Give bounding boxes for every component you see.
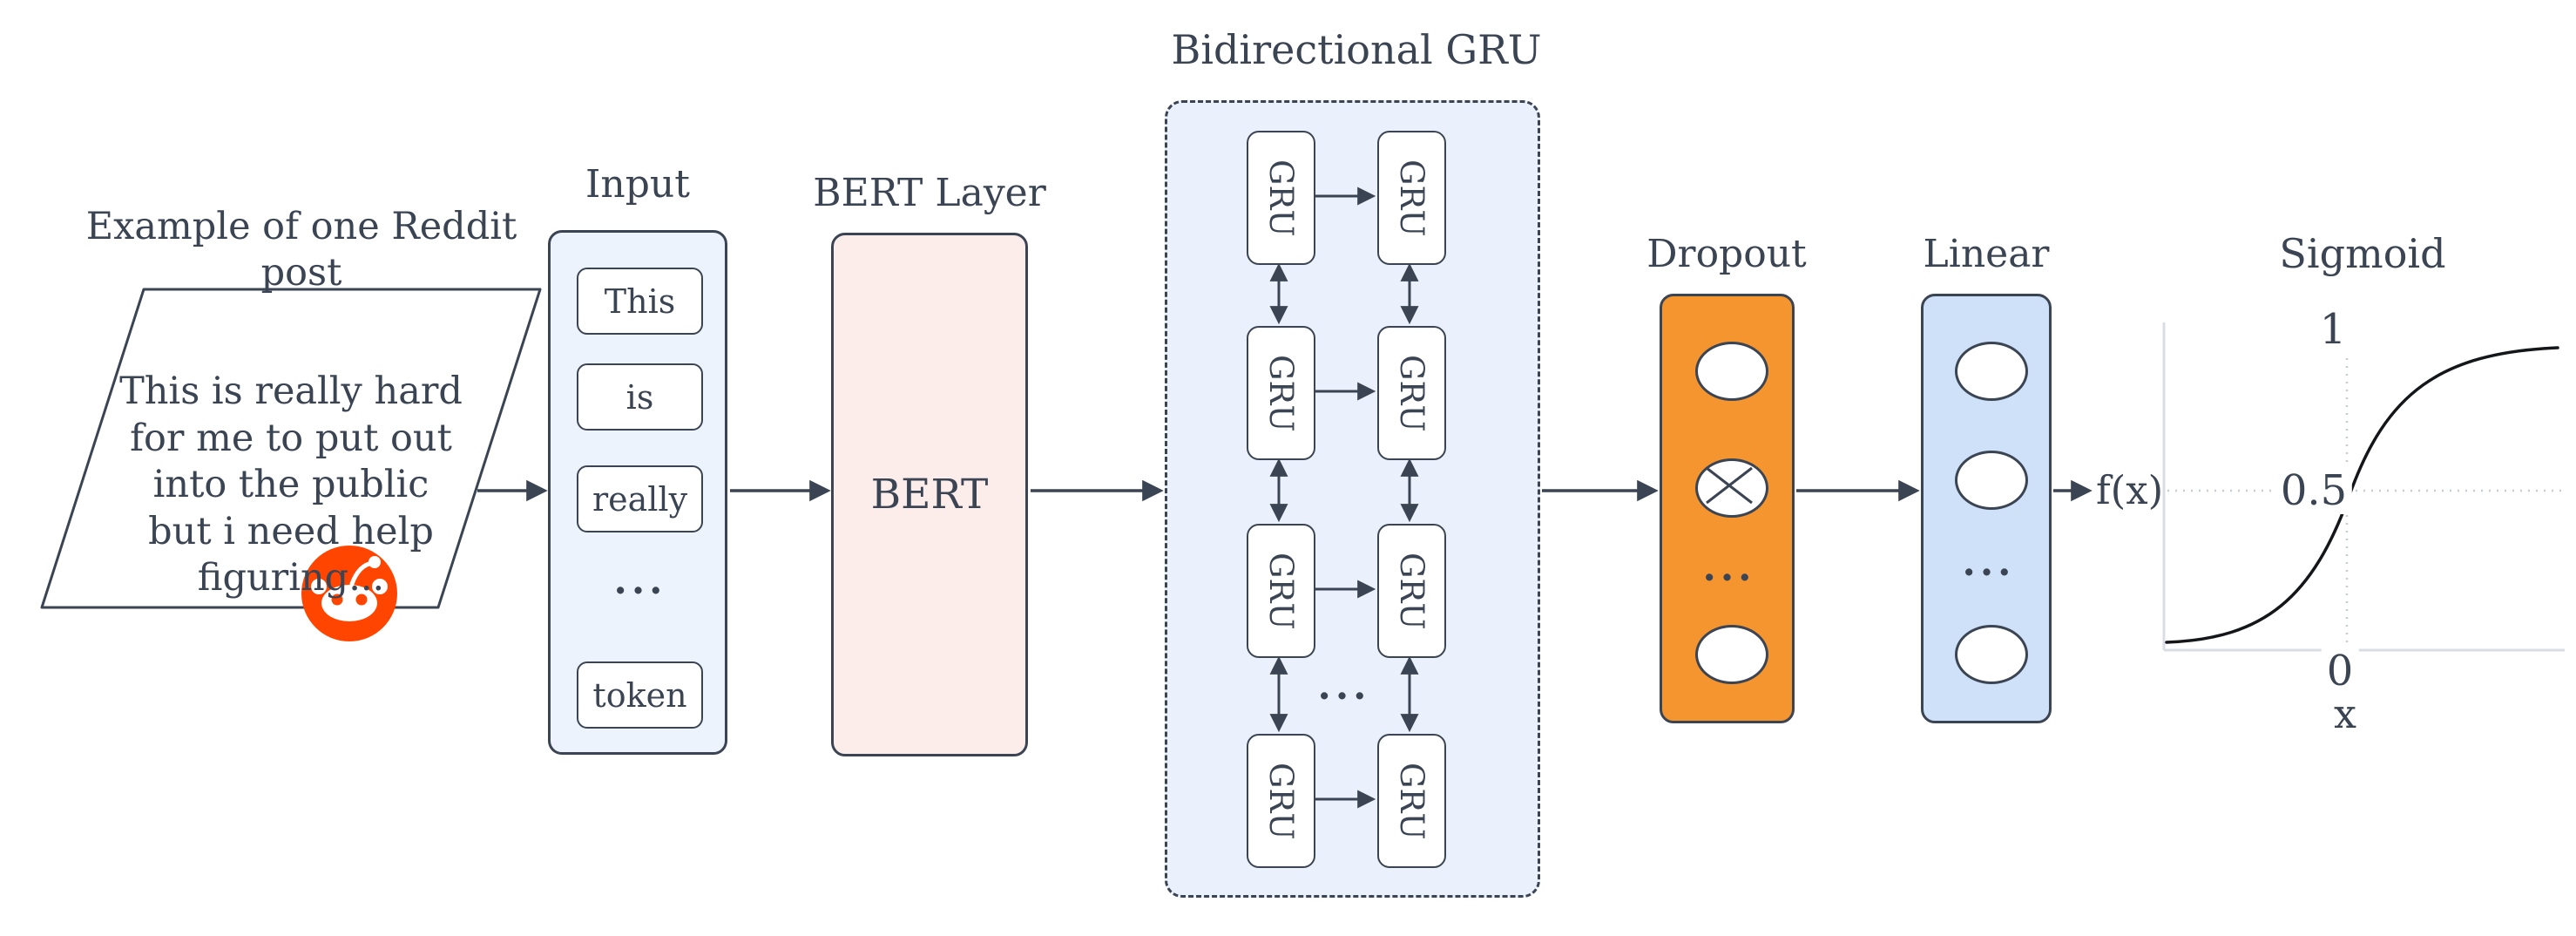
gru-cell-r3c2: GRU	[1377, 524, 1446, 658]
reddit-example-label: Example of one Reddit post	[86, 204, 517, 296]
output-fx-label: f(x)	[2096, 467, 2164, 513]
gru-cell-text: GRU	[1262, 552, 1300, 630]
token-token: token	[577, 661, 703, 729]
dropout-neuron-crossed	[1695, 458, 1768, 518]
gru-cell-r2c2: GRU	[1377, 326, 1446, 460]
gru-cell-text: GRU	[1393, 552, 1430, 630]
sigmoid-curve	[2165, 346, 2559, 644]
bert-box: BERT	[831, 233, 1028, 756]
gru-cell-text: GRU	[1393, 762, 1430, 840]
linear-label: Linear	[1923, 232, 2050, 276]
bert-layer-label: BERT Layer	[813, 171, 1046, 215]
gru-cell-text: GRU	[1393, 159, 1430, 237]
bert-box-text: BERT	[870, 471, 989, 519]
linear-ellipsis: ...	[1962, 540, 2016, 585]
input-ellipsis: ...	[613, 559, 667, 603]
reddit-icon	[301, 546, 397, 641]
reddit-post-text: This is really hard for me to put out in…	[98, 369, 484, 602]
linear-neuron-3	[1955, 625, 2028, 684]
gru-cell-text: GRU	[1262, 762, 1300, 840]
sigmoid-tick-05: 0.5	[2275, 468, 2353, 514]
bigru-container	[1165, 100, 1540, 898]
reddit-post-parallelogram	[40, 288, 542, 609]
sigmoid-title: Sigmoid	[2279, 230, 2446, 277]
post-text-line: into the public	[152, 463, 429, 506]
sigmoid-tick-0: 0	[2321, 648, 2359, 695]
token-this: This	[577, 268, 703, 335]
post-text-line: but i need help	[148, 509, 434, 553]
post-text-line: figuring...	[197, 556, 385, 600]
gru-cell-text: GRU	[1393, 354, 1430, 432]
linear-neuron-1	[1955, 342, 2028, 401]
reddit-example-label-line1: Example of one Reddit	[85, 205, 517, 248]
dropout-neuron-1	[1695, 342, 1768, 401]
gru-cell-r1c1: GRU	[1247, 131, 1315, 265]
input-box: This is really ... token	[548, 230, 727, 755]
bigru-ellipsis: ...	[1317, 664, 1371, 709]
reddit-example-label-line2: post	[260, 251, 342, 295]
token-is: is	[577, 363, 703, 431]
sigmoid-plot	[2162, 322, 2565, 652]
gru-cell-r1c2: GRU	[1377, 131, 1446, 265]
dropout-ellipsis: ...	[1702, 546, 1756, 590]
cross-icon	[1706, 466, 1753, 505]
gru-cell-r3c1: GRU	[1247, 524, 1315, 658]
sigmoid-x-label: x	[2334, 690, 2356, 737]
linear-box: ...	[1921, 294, 2052, 723]
dropout-label: Dropout	[1646, 232, 1807, 276]
bigru-label: Bidirectional GRU	[1171, 26, 1542, 73]
linear-neuron-2	[1955, 451, 2028, 510]
gru-cell-r4c1: GRU	[1247, 734, 1315, 868]
sigmoid-tick-1: 1	[2314, 307, 2352, 353]
gru-cell-r4c2: GRU	[1377, 734, 1446, 868]
dropout-neuron-3	[1695, 625, 1768, 684]
token-really: really	[577, 465, 703, 532]
gru-cell-text: GRU	[1262, 159, 1300, 237]
post-text-line: for me to put out	[130, 416, 452, 460]
input-label: Input	[585, 162, 690, 207]
gru-cell-text: GRU	[1262, 354, 1300, 432]
post-text-line: This is really hard	[119, 370, 463, 413]
gru-cell-r2c1: GRU	[1247, 326, 1315, 460]
dropout-box: ...	[1660, 294, 1795, 723]
